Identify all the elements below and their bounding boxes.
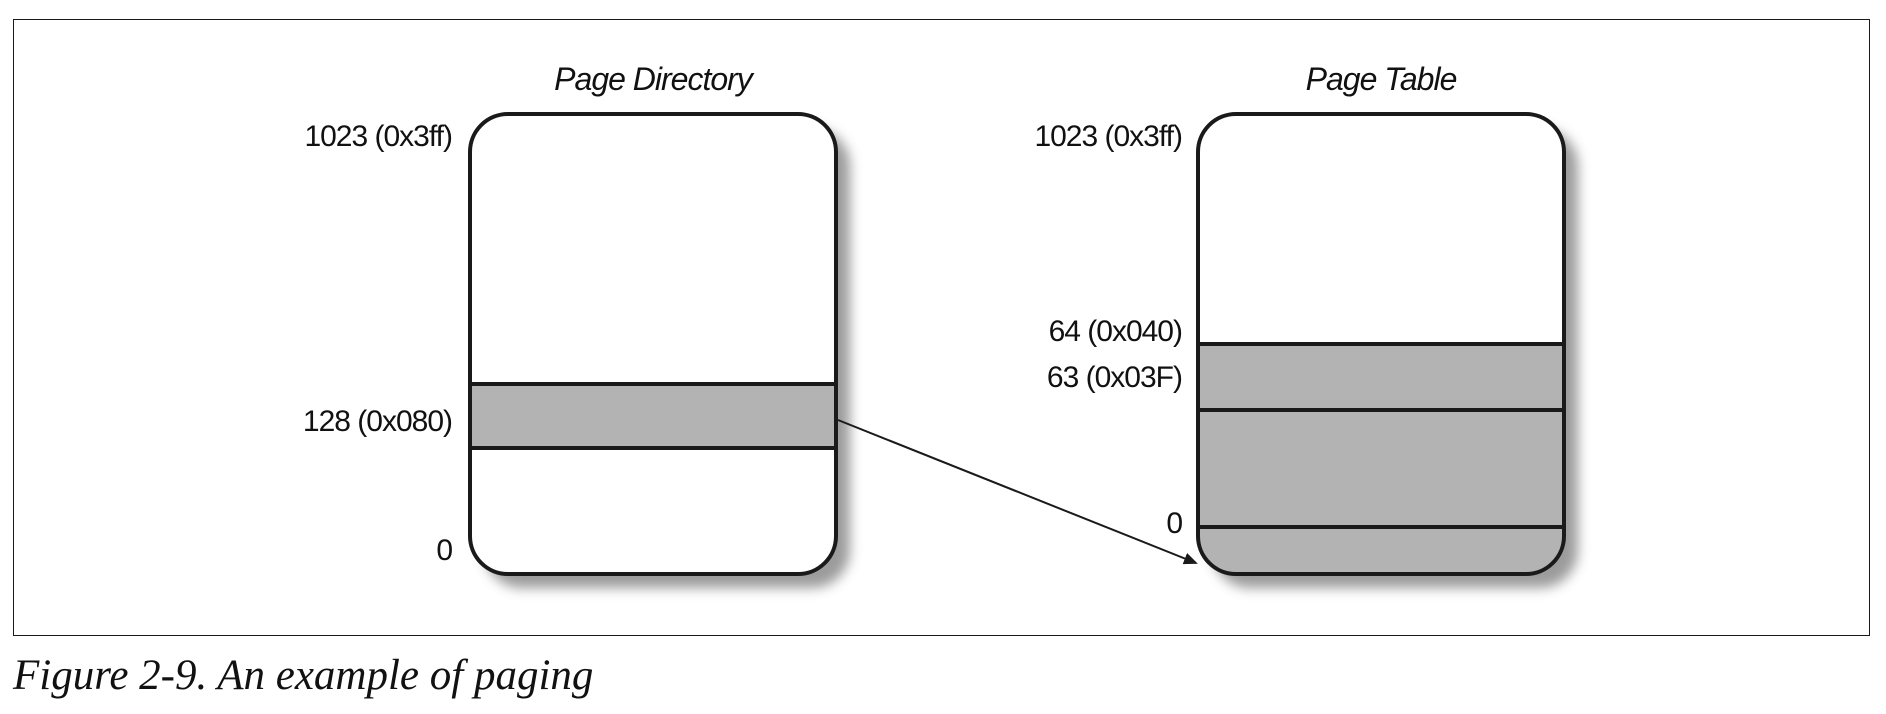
diagram-frame bbox=[13, 19, 1870, 636]
page-table-box bbox=[1196, 112, 1578, 588]
page-table-label-top: 1023 (0x3ff) bbox=[1034, 120, 1182, 153]
pointer-arrow bbox=[837, 419, 1198, 565]
page-directory-outline bbox=[468, 112, 838, 576]
page-directory-label-bottom: 0 bbox=[436, 534, 452, 567]
page-table-label-lower: 63 (0x03F) bbox=[1047, 361, 1182, 394]
page-directory-body bbox=[470, 114, 836, 574]
figure-caption: Figure 2-9. An example of paging bbox=[13, 652, 594, 699]
page-directory-label-top: 1023 (0x3ff) bbox=[304, 120, 452, 153]
page-directory-title: Page Directory bbox=[554, 61, 755, 97]
page-table-label-upper: 64 (0x040) bbox=[1049, 315, 1182, 348]
page-table-shaded-region bbox=[1198, 344, 1564, 574]
page-table-outline bbox=[1196, 112, 1566, 576]
page-directory-label-entry: 128 (0x080) bbox=[303, 405, 452, 438]
page-directory-entry-128 bbox=[470, 384, 836, 448]
page-table-label-bottom: 0 bbox=[1166, 507, 1182, 540]
page-table-title: Page Table bbox=[1306, 61, 1457, 97]
page-directory-box bbox=[468, 112, 850, 588]
